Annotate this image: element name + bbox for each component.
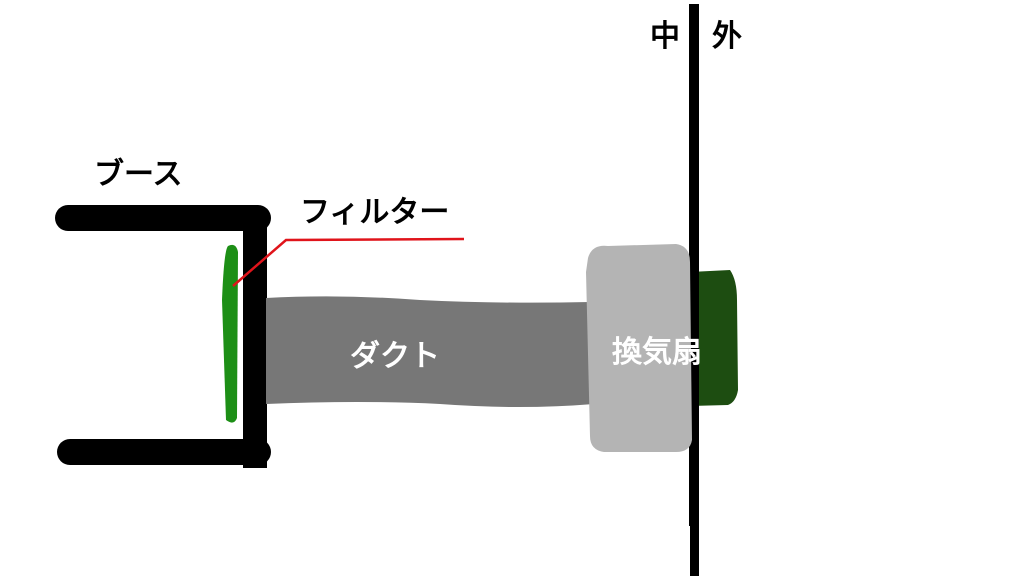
booth-back-wall (243, 218, 267, 468)
filter-leader-line (232, 237, 465, 287)
booth-label: ブース (94, 157, 183, 192)
duct-label: ダクト (350, 339, 440, 374)
fan-exterior-part (690, 270, 738, 406)
filter-label: フィルター (300, 195, 450, 230)
filter-strip (222, 244, 238, 423)
fan-body (586, 244, 692, 452)
outside-label: 外 (712, 19, 742, 54)
fan-label: 換気扇 (612, 335, 702, 370)
inside-label: 中 (650, 19, 680, 54)
duct (266, 296, 594, 407)
wall-line (689, 4, 699, 576)
